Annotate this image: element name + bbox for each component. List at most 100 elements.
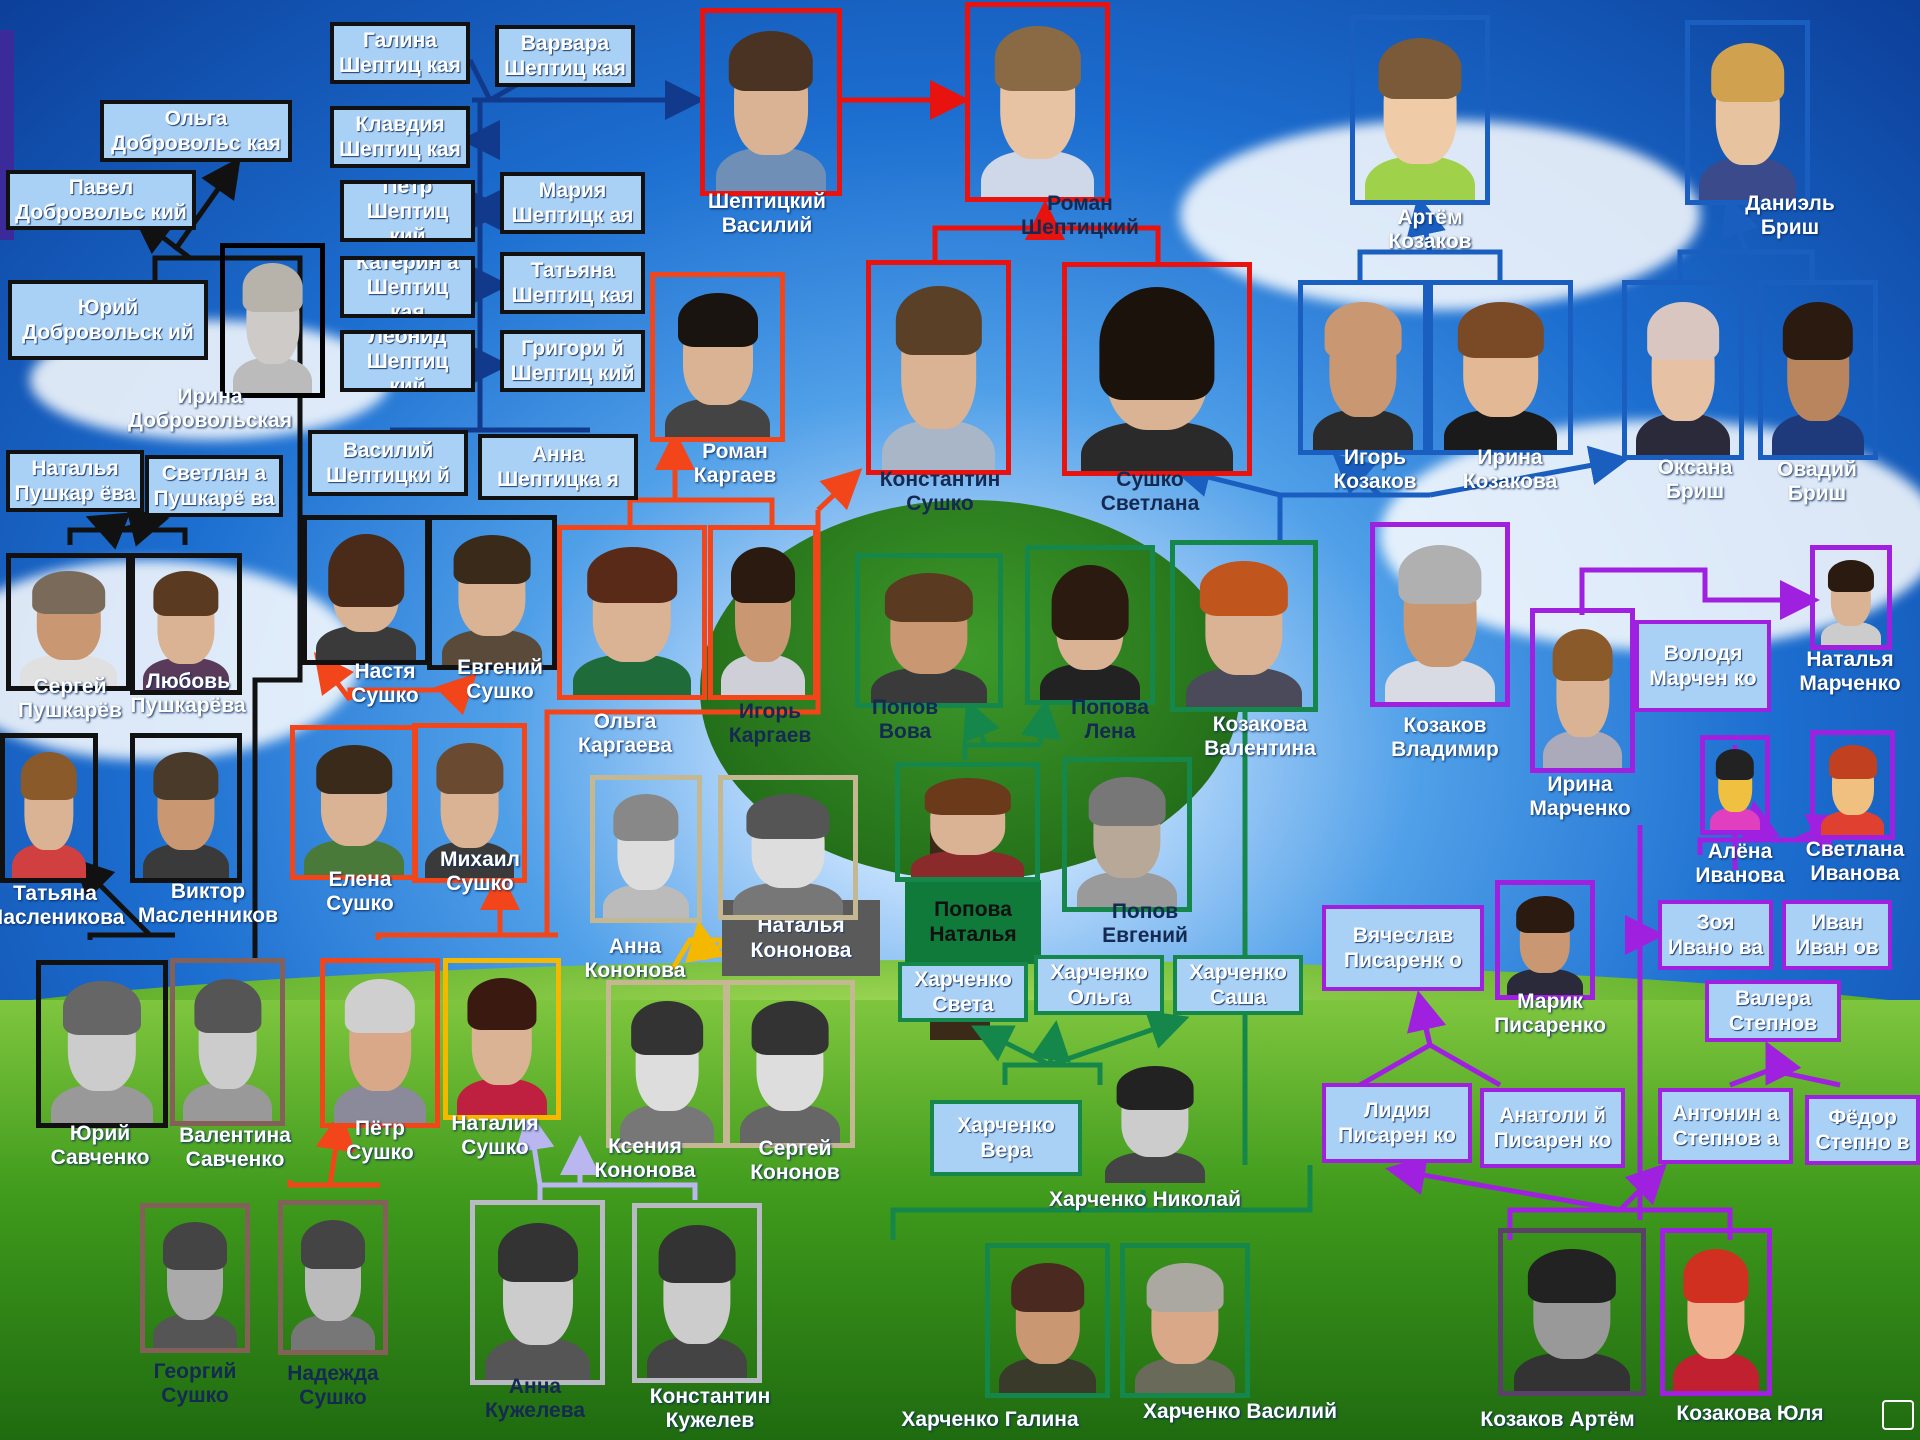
photo-olga-kargaeva [557, 525, 707, 700]
photo-kozakov-artem [1498, 1228, 1646, 1396]
label-vasiliy-sheptitskiy: Шептицкий Василий [708, 190, 826, 237]
photo-sergey-kononov [725, 980, 855, 1148]
label-konstantin-sushko: Константин Сушко [879, 468, 1001, 515]
label-daniel-brish: Даниэль Бриш [1745, 192, 1835, 239]
label-popov-vova: Попов Вова [871, 696, 939, 743]
photo-kozakov-vladimir [1370, 522, 1510, 707]
box-varvara-sheptitskaya: Варвара Шептиц кая [495, 25, 635, 87]
photo-sergey-pushkarev [6, 553, 131, 691]
photo-evgeniy-sushko [427, 515, 557, 670]
label-kozakova-valentina: Козакова Валентина [1204, 713, 1316, 760]
photo-popov-vova [855, 553, 1003, 708]
photo-nadezhda-sushko [278, 1200, 388, 1355]
label-olga-kargaeva: Ольга Каргаева [578, 710, 672, 757]
box-antonina-stepnova: Антонин а Степнов а [1658, 1088, 1793, 1164]
box-harchenko-sveta: Харченко Света [898, 962, 1028, 1022]
photo-lyubov-pushkareva [130, 553, 242, 695]
label-sergey-kononov: Сергей Кононов [750, 1137, 840, 1184]
label-petr-sushko: Пётр Сушко [346, 1117, 414, 1164]
photo-daniel-brish [1685, 20, 1810, 205]
label-kozakov-artem: Козаков Артём [1480, 1408, 1635, 1431]
box-valera-stepnov: Валера Степнов [1705, 980, 1841, 1042]
photo-konstantin-sushko [866, 260, 1011, 475]
photo-harchenko-vasiliy [1120, 1243, 1250, 1398]
photo-natalya-marchenko [1810, 545, 1892, 650]
label-harchenko-vasiliy: Харченко Василий [1142, 1400, 1338, 1423]
box-vasiliy-sheptitskiy: Василий Шептицки й [308, 430, 468, 496]
box-mariya-sheptitskaya: Мария Шептицк ая [500, 172, 645, 234]
label-irina-kozakova: Ирина Козакова [1462, 446, 1558, 493]
label-nadezhda-sushko: Надежда Сушко [287, 1362, 379, 1409]
box-lidiya-pisarenko: Лидия Писарен ко [1322, 1083, 1472, 1163]
box-tatyana-sheptitskaya: Татьяна Шептиц кая [500, 252, 645, 314]
label-popov-evgeniy: Попов Евгений [1102, 900, 1188, 947]
label-marik-pisarenko: Марик Писаренко [1494, 990, 1606, 1037]
label-georgiy-sushko: Георгий Сушко [153, 1360, 237, 1407]
photo-mihail-sushko [412, 723, 527, 883]
photo-irina-dobrovolskaya [220, 243, 325, 398]
label-nastya-sushko: Настя Сушко [351, 660, 419, 707]
label-artem-kozakov-young: Артём Козаков [1388, 206, 1472, 253]
photo-igor-kargaev [708, 525, 818, 700]
label-kozakova-yulya: Козакова Юля [1676, 1402, 1824, 1425]
label-anna-kuzheleva: Анна Кужелева [484, 1375, 586, 1422]
photo-irina-marchenko [1530, 608, 1635, 773]
label-irina-dobrovolskaya: Ирина Добровольская [128, 385, 292, 432]
photo-georgiy-sushko [140, 1203, 250, 1353]
box-natalya-pushkareva: Наталья Пушкар ёва [6, 450, 144, 512]
box-yuriy-dobrovolskiy: Юрий Добровольск ий [8, 280, 208, 360]
photo-harchenko-nikolay [1095, 1053, 1215, 1183]
photo-roman-kargaev [650, 272, 785, 442]
photo-kozakova-valentina [1170, 540, 1318, 712]
box-klavdiya-sheptitskaya: Клавдия Шептиц кая [330, 106, 470, 168]
label-igor-kozakov: Игорь Козаков [1333, 446, 1417, 493]
box-fedor-stepnov: Фёдор Степно в [1805, 1095, 1920, 1165]
label-harchenko-nikolay: Харченко Николай [1049, 1188, 1241, 1211]
photo-artem-kozakov-young [1350, 15, 1490, 205]
photo-roman-sheptitskiy [965, 2, 1110, 202]
box-pavel-dobrovolskiy: Павел Добровольс кий [6, 170, 196, 230]
photo-igor-kozakov [1298, 280, 1428, 455]
photo-anna-kononova [590, 775, 702, 923]
photo-popova-lena [1025, 545, 1155, 705]
label-evgeniy-sushko: Евгений Сушко [457, 656, 543, 703]
label-mihail-sushko: Михаил Сушко [439, 848, 520, 895]
label-tatyana-maslenikova: Татьяна Масленикова [0, 882, 125, 929]
box-harchenko-olga: Харченко Ольга [1034, 955, 1164, 1015]
label-elena-sushko: Елена Сушко [326, 868, 394, 915]
label-harchenko-galina: Харченко Галина [901, 1408, 1079, 1431]
label-ovadiy-brish: Овадий Бриш [1777, 458, 1857, 505]
box-zoya-ivanova: Зоя Ивано ва [1658, 900, 1773, 970]
box-olga-dobrovolskaya: Ольга Добровольс кая [100, 100, 292, 162]
photo-konstantin-kuzhelev [632, 1203, 762, 1383]
label-viktor-maslennikov: Виктор Масленников [137, 880, 279, 927]
label-anna-kononova: Анна Кононова [584, 935, 686, 982]
box-ivan-ivanov: Иван Иван ов [1782, 900, 1892, 970]
photo-alena-ivanova [1700, 735, 1770, 835]
box-harchenko-vera: Харченко Вера [930, 1100, 1082, 1176]
label-alena-ivanova: Алёна Иванова [1695, 840, 1785, 887]
label-roman-sheptitskiy: Роман Шептицкий [1021, 192, 1139, 239]
photo-harchenko-galina [985, 1243, 1110, 1398]
label-kozakov-vladimir: Козаков Владимир [1391, 714, 1499, 761]
box-anna-sheptitskaya: Анна Шептицка я [478, 434, 638, 500]
photo-anna-kuzheleva [470, 1200, 605, 1385]
photo-viktor-maslennikov [130, 733, 242, 883]
box-anatoliy-pisarenko: Анатоли й Писарен ко [1480, 1088, 1625, 1168]
photo-nastya-sushko [302, 515, 430, 665]
photo-svetlana-ivanova [1810, 730, 1895, 840]
photo-kseniya-kononova [606, 980, 728, 1148]
photo-ovadiy-brish [1758, 280, 1878, 460]
box-volodya-marchenko: Володя Марчен ко [1635, 620, 1771, 712]
box-galina-sheptitskaya: Галина Шептиц кая [330, 22, 470, 84]
photo-marik-pisarenko [1495, 880, 1595, 1000]
photo-irina-kozakova [1428, 280, 1573, 455]
photo-popov-evgeniy [1062, 757, 1192, 912]
photo-popova-natalya [895, 762, 1040, 882]
photo-oksana-brish [1622, 280, 1744, 460]
label-roman-kargaev: Роман Каргаев [693, 440, 777, 487]
photo-nataliya-sushko [443, 958, 561, 1120]
label-sergey-pushkarev: Сергей Пушкарёв [18, 675, 122, 722]
photo-elena-sushko [290, 725, 418, 880]
home-icon[interactable] [1882, 1400, 1914, 1430]
